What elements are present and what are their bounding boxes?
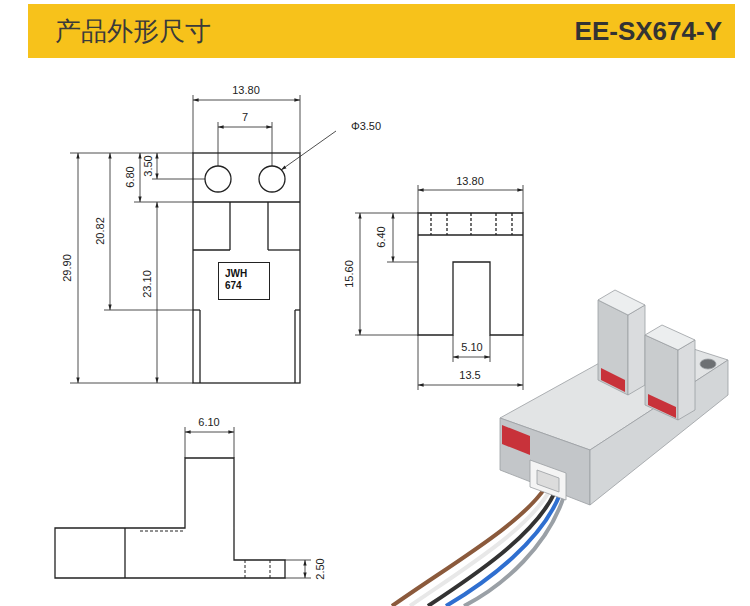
dimension-label: 13.80 (232, 85, 260, 96)
dimension-label: 6.10 (198, 417, 219, 428)
dimension-label: Φ3.50 (351, 121, 381, 132)
sensor-photo (392, 290, 728, 606)
dimension-label: 3.50 (143, 155, 154, 176)
dimension-label: 6.80 (125, 166, 136, 187)
dimension-label: 7 (242, 112, 248, 123)
dimension-label: 20.82 (95, 217, 106, 245)
plate-text: JWH (225, 268, 263, 280)
dimension-label: 29.90 (62, 254, 73, 282)
front-view (193, 153, 300, 383)
top-view (55, 458, 285, 578)
dimension-label: 23.10 (142, 270, 153, 298)
top-dimensions (185, 427, 311, 578)
dimension-label: 6.40 (376, 226, 387, 247)
side-dimensions (355, 185, 523, 390)
dimension-label: 2.50 (315, 558, 326, 579)
model-number: EE-SX674-Y (575, 18, 722, 44)
dimension-label: 13.80 (456, 176, 484, 187)
plate-text: 674 (225, 280, 263, 292)
side-view (418, 213, 523, 335)
page-title: 产品外形尺寸 (55, 18, 211, 44)
label-plate: JWH674 (218, 262, 270, 300)
dimension-label: 5.10 (461, 342, 482, 353)
dimension-label: 15.60 (344, 260, 355, 288)
dimension-label: 13.5 (459, 370, 480, 381)
front-dimensions (70, 95, 336, 383)
